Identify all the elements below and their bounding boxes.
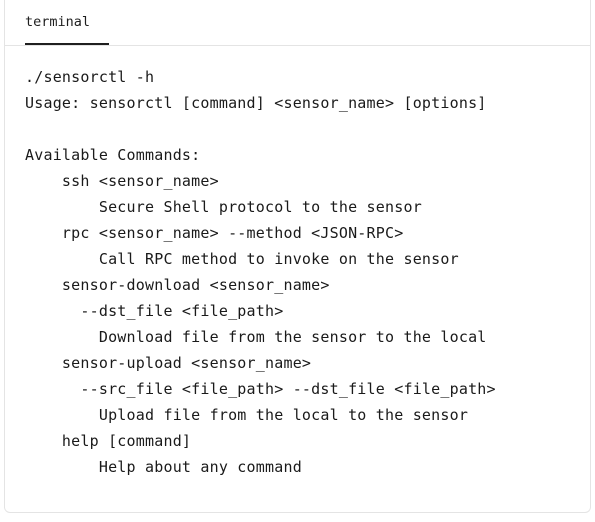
code-line: sensor-download <sensor_name> [25,276,330,294]
code-line: rpc <sensor_name> --method <JSON-RPC> [25,224,404,242]
code-line: Available Commands: [25,146,201,164]
tab-bar: terminal [5,0,590,46]
code-line [25,116,584,142]
code-line: ./sensorctl -h [25,68,155,86]
code-line: Download file from the sensor to the loc… [25,328,487,346]
code-line: --src_file <file_path> --dst_file <file_… [25,380,496,398]
tab-terminal[interactable]: terminal [25,11,109,45]
terminal-output: ./sensorctl -h Usage: sensorctl [command]… [25,64,584,480]
code-line: Usage: sensorctl [command] <sensor_name>… [25,94,487,112]
code-line: ssh <sensor_name> [25,172,219,190]
code-block: terminal ./sensorctl -h Usage: sensorctl … [4,0,591,513]
code-line: sensor-upload <sensor_name> [25,354,312,372]
code-line: Secure Shell protocol to the sensor [25,198,422,216]
code-line: --dst_file <file_path> [25,302,284,320]
code-line: Upload file from the local to the sensor [25,406,469,424]
code-line: Call RPC method to invoke on the sensor [25,250,459,268]
code-line: help [command] [25,432,192,450]
code-line: Help about any command [25,458,302,476]
